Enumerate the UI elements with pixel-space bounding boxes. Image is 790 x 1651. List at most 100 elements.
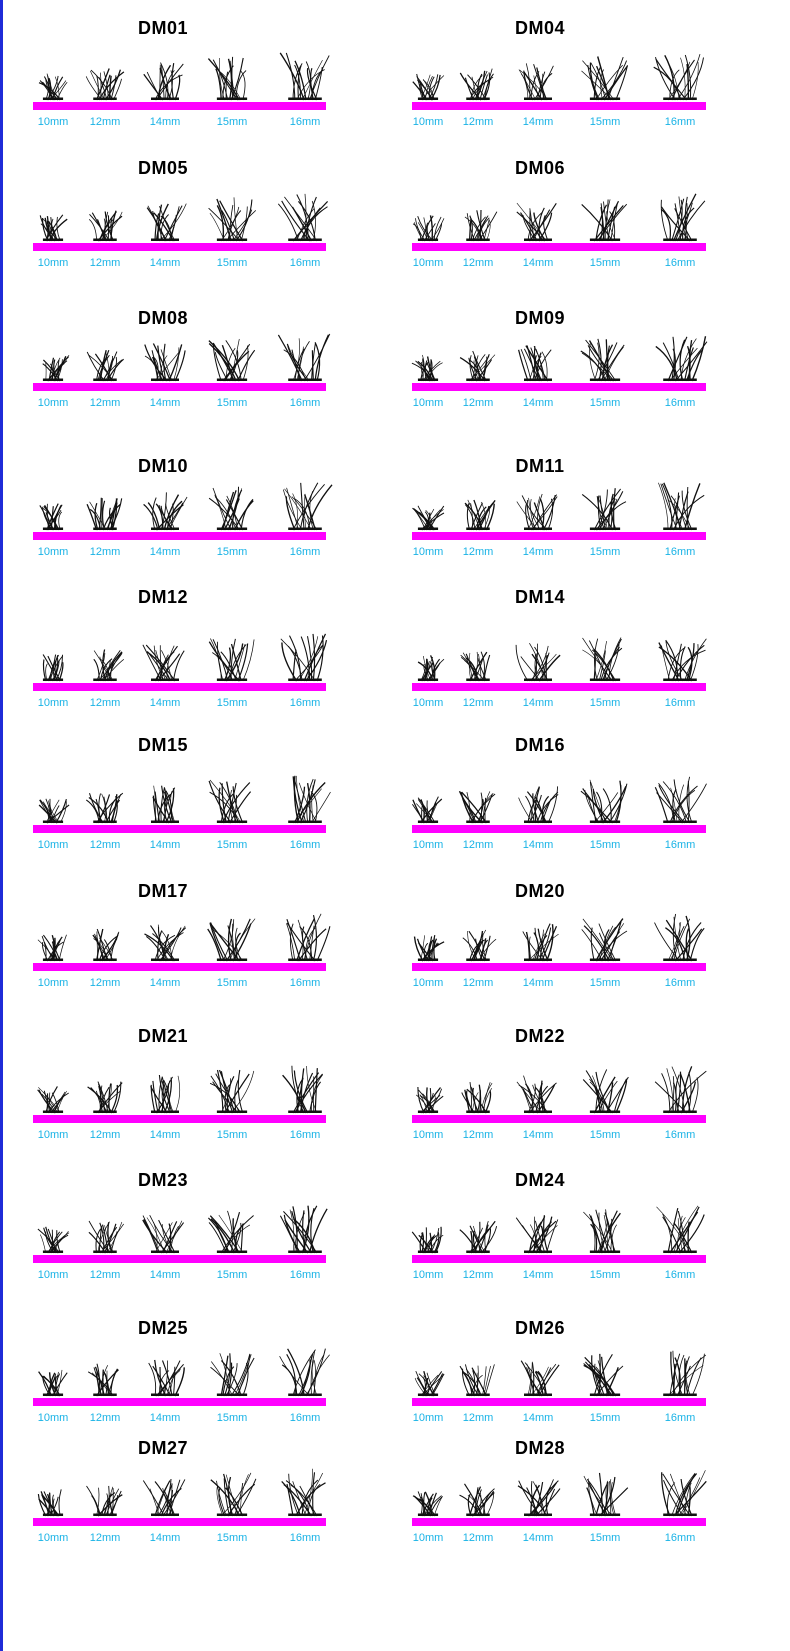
length-label: 14mm: [149, 116, 181, 128]
lash-cluster-icon: [654, 776, 707, 824]
length-label: 15mm: [589, 397, 621, 409]
lash-cluster-icon: [580, 779, 628, 824]
lash-cluster-icon: [93, 649, 125, 682]
product-code: DM28: [514, 1438, 566, 1458]
length-label: 15mm: [216, 1532, 248, 1544]
length-label: 16mm: [289, 697, 321, 709]
length-label: 10mm: [37, 1412, 69, 1424]
length-bar: [33, 1398, 326, 1406]
lash-cluster-icon: [37, 1489, 64, 1517]
length-label: 14mm: [522, 697, 554, 709]
product-code: DM20: [514, 881, 566, 901]
length-bar: [412, 963, 706, 971]
lash-cluster-icon: [148, 1359, 185, 1397]
lash-cluster-icon: [459, 1220, 498, 1254]
product-code: DM04: [514, 18, 566, 38]
lash-cluster-icon: [462, 929, 497, 962]
product-code: DM21: [137, 1026, 189, 1046]
lash-cluster-icon: [583, 1209, 621, 1254]
length-label: 16mm: [289, 397, 321, 409]
length-label: 10mm: [412, 1269, 444, 1281]
lash-cluster-icon: [518, 345, 552, 382]
lash-cluster-icon: [288, 775, 331, 824]
length-label: 16mm: [289, 977, 321, 989]
length-label: 12mm: [462, 977, 494, 989]
length-label: 12mm: [89, 116, 121, 128]
lash-cluster-icon: [412, 1491, 443, 1517]
length-label: 16mm: [664, 1412, 696, 1424]
product-code: DM22: [514, 1026, 566, 1046]
length-label: 14mm: [522, 116, 554, 128]
length-label: 14mm: [522, 1532, 554, 1544]
lash-cluster-icon: [88, 210, 123, 242]
lash-cluster-icon: [144, 343, 186, 382]
lash-cluster-icon: [414, 1370, 445, 1397]
lash-cluster-icon: [144, 924, 187, 962]
lash-cluster-icon: [460, 651, 491, 682]
length-label: 15mm: [216, 397, 248, 409]
lash-cluster-icon: [581, 56, 629, 101]
lash-cluster-icon: [661, 1470, 707, 1517]
lash-cluster-icon: [208, 638, 255, 682]
lash-cluster-icon: [39, 214, 68, 242]
length-label: 10mm: [412, 977, 444, 989]
lash-cluster-icon: [660, 193, 706, 242]
length-bar: [412, 383, 706, 391]
lash-cluster-icon: [416, 1086, 444, 1114]
product-code: DM05: [137, 158, 189, 178]
length-label: 16mm: [664, 1269, 696, 1281]
length-label: 12mm: [462, 546, 494, 558]
length-label: 16mm: [664, 116, 696, 128]
length-label: 14mm: [522, 1269, 554, 1281]
lash-cluster-icon: [38, 73, 68, 101]
lash-cluster-icon: [411, 354, 443, 382]
length-bar: [33, 825, 326, 833]
lash-cluster-icon: [38, 798, 70, 824]
length-label: 16mm: [664, 546, 696, 558]
lash-cluster-icon: [37, 1226, 70, 1254]
length-label: 15mm: [589, 1129, 621, 1141]
length-label: 12mm: [89, 697, 121, 709]
lash-cluster-icon: [459, 350, 496, 382]
lash-cluster-icon: [208, 197, 257, 242]
length-bar: [412, 825, 706, 833]
length-label: 15mm: [216, 977, 248, 989]
length-label: 12mm: [462, 257, 494, 269]
lash-cluster-icon: [654, 913, 705, 962]
length-label: 10mm: [412, 257, 444, 269]
lash-cluster-icon: [210, 1353, 255, 1397]
length-label: 10mm: [412, 116, 444, 128]
length-label: 12mm: [89, 977, 121, 989]
length-bar: [33, 1255, 326, 1263]
length-label: 12mm: [462, 697, 494, 709]
length-label: 14mm: [149, 1269, 181, 1281]
product-code: DM09: [514, 308, 566, 328]
length-bar: [33, 243, 326, 251]
length-label: 12mm: [89, 257, 121, 269]
length-bar: [412, 1115, 706, 1123]
product-code: DM06: [514, 158, 566, 178]
lash-cluster-icon: [207, 918, 256, 962]
lash-cluster-icon: [583, 1353, 624, 1397]
lash-cluster-icon: [151, 785, 179, 824]
lash-cluster-icon: [653, 53, 704, 101]
length-label: 16mm: [664, 257, 696, 269]
length-label: 14mm: [149, 1412, 181, 1424]
product-code: DM23: [137, 1170, 189, 1190]
lash-cluster-icon: [146, 203, 187, 242]
lash-cluster-icon: [209, 1069, 255, 1114]
length-label: 10mm: [37, 546, 69, 558]
lash-cluster-icon: [208, 1210, 254, 1254]
length-label: 10mm: [37, 839, 69, 851]
lash-cluster-icon: [86, 497, 123, 531]
lash-cluster-icon: [87, 1081, 123, 1114]
lash-cluster-icon: [279, 1205, 328, 1254]
length-label: 15mm: [589, 1269, 621, 1281]
length-label: 10mm: [37, 397, 69, 409]
lash-cluster-icon: [459, 1364, 495, 1397]
lash-cluster-icon: [411, 1226, 444, 1254]
lash-cluster-icon: [413, 934, 445, 962]
product-code: DM10: [137, 456, 189, 476]
length-label: 15mm: [216, 546, 248, 558]
lash-cluster-icon: [464, 499, 496, 531]
